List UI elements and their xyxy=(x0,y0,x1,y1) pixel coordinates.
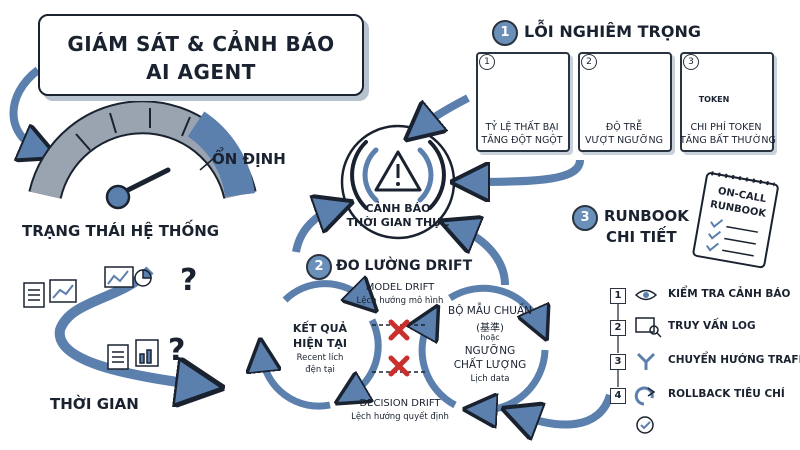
runbook-step-1-number: 1 xyxy=(610,288,626,304)
current-result-line-2: HIỆN TẠI xyxy=(293,337,347,350)
runbook-step-4-number: 4 xyxy=(610,388,626,404)
section-3-badge: 3 xyxy=(572,205,598,231)
report-icons-middle xyxy=(104,266,152,288)
gauge-status-label: ỔN ĐỊNH xyxy=(212,150,286,168)
baseline-sub: Lịch data xyxy=(470,374,510,384)
runbook-to-drift-arrow xyxy=(520,393,614,425)
eye-icon xyxy=(634,289,658,301)
system-gauge xyxy=(28,100,257,210)
runbook-step-3-label: CHUYỂN HƯỚNG TRAFFIC xyxy=(668,354,800,366)
runbook-title-line-1: RUNBOOK xyxy=(604,207,689,225)
baseline-or: hoặc xyxy=(480,333,500,342)
time-label: THỜI GIAN xyxy=(50,395,139,413)
latency-line-1: ĐỘ TRỄ xyxy=(605,122,643,133)
checkmark-icon xyxy=(636,416,654,434)
drift-to-alert-left-arrow xyxy=(292,208,335,253)
drift-current-loop xyxy=(262,284,382,410)
token-cost-badge: 3 xyxy=(683,54,699,70)
title-line-1: GIÁM SÁT & CẢNH BÁO xyxy=(67,32,335,56)
baseline-line-2: (基準) xyxy=(476,323,504,334)
time-arrow xyxy=(54,266,200,385)
model-drift-x-icon xyxy=(388,319,410,341)
log-query-icon xyxy=(635,317,662,338)
rollback-icon xyxy=(634,386,656,406)
drift-baseline-loop xyxy=(422,284,545,410)
serious-errors-title: LỖI NGHIÊM TRỌNG xyxy=(524,22,701,41)
token-cost-panel xyxy=(680,52,774,152)
alert-label-line-2: THỜI GIAN THỰC xyxy=(346,216,450,229)
runbook-step-2-label: TRUY VẤN LOG xyxy=(668,320,756,332)
runbook-step-3-number: 3 xyxy=(610,354,626,370)
current-result-sub-2: đện tại xyxy=(305,365,335,375)
token-cost-line-1: CHI PHÍ TOKEN xyxy=(690,122,762,133)
section-1-badge: 1 xyxy=(492,20,518,46)
drift-to-alert-right-arrow xyxy=(458,228,509,286)
baseline-line-4: CHẤT LƯỢNG xyxy=(453,359,527,371)
latency-badge: 2 xyxy=(581,54,597,70)
title-card: GIÁM SÁT & CẢNH BÁO AI AGENT xyxy=(38,14,364,96)
traffic-split-icon xyxy=(636,352,656,370)
serious-to-alert-arrow xyxy=(420,94,470,128)
runbook-step-1-label: KIỂM TRA CẢNH BÁO xyxy=(668,288,791,300)
report-icons-bottom xyxy=(107,339,159,370)
model-drift-label: MODEL DRIFT xyxy=(365,282,435,293)
decision-drift-sub: Lệch hướng quyết định xyxy=(351,412,449,422)
baseline-line-3: NGƯỠNG xyxy=(464,345,516,357)
runbook-title-line-2: CHI TIẾT xyxy=(606,228,677,246)
decision-drift-label: DECISION DRIFT xyxy=(359,398,441,409)
failure-rate-badge: 1 xyxy=(479,54,495,70)
section-2-badge: 2 xyxy=(306,254,332,280)
realtime-alert-icon xyxy=(340,124,456,240)
token-bag-label: TOKEN xyxy=(698,95,730,104)
model-drift-sub: Lệch hướng mô hình xyxy=(356,296,444,306)
alert-label-line-1: CẢNH BÁO xyxy=(365,202,431,215)
report-icons-top xyxy=(23,279,77,308)
baseline-line-1: BỘ MẪU CHUẨN xyxy=(447,305,533,317)
system-status-label: TRẠNG THÁI HỆ THỐNG xyxy=(22,222,220,240)
failure-rate-panel xyxy=(476,52,570,152)
gauge-hub xyxy=(105,184,131,210)
token-cost-line-2: TĂNG BẤT THƯỜNG xyxy=(680,135,776,146)
decision-drift-x-icon xyxy=(388,355,410,377)
current-result-sub-1: Recent lích xyxy=(296,353,344,363)
title-to-gauge-arrow xyxy=(9,66,40,150)
drift-title: ĐO LƯỜNG DRIFT xyxy=(336,258,473,274)
panels-to-alert-arrow xyxy=(470,159,584,182)
question-mark-icon: ? xyxy=(168,333,186,368)
current-result-line-1: KẾT QUẢ xyxy=(292,322,348,335)
latency-line-2: VƯỢT NGƯỠNG xyxy=(585,135,663,146)
latency-panel xyxy=(578,52,672,152)
title-line-2: AI AGENT xyxy=(146,60,256,84)
failure-rate-line-1: TỶ LỆ THẤT BẠI xyxy=(485,122,559,133)
on-call-runbook-notebook-icon xyxy=(692,171,779,269)
failure-rate-line-2: TĂNG ĐỘT NGỘT xyxy=(481,135,563,146)
question-mark-icon: ? xyxy=(180,263,198,298)
runbook-step-2-number: 2 xyxy=(610,320,626,336)
runbook-step-4-label: ROLLBACK TIÊU CHÍ xyxy=(668,388,785,400)
